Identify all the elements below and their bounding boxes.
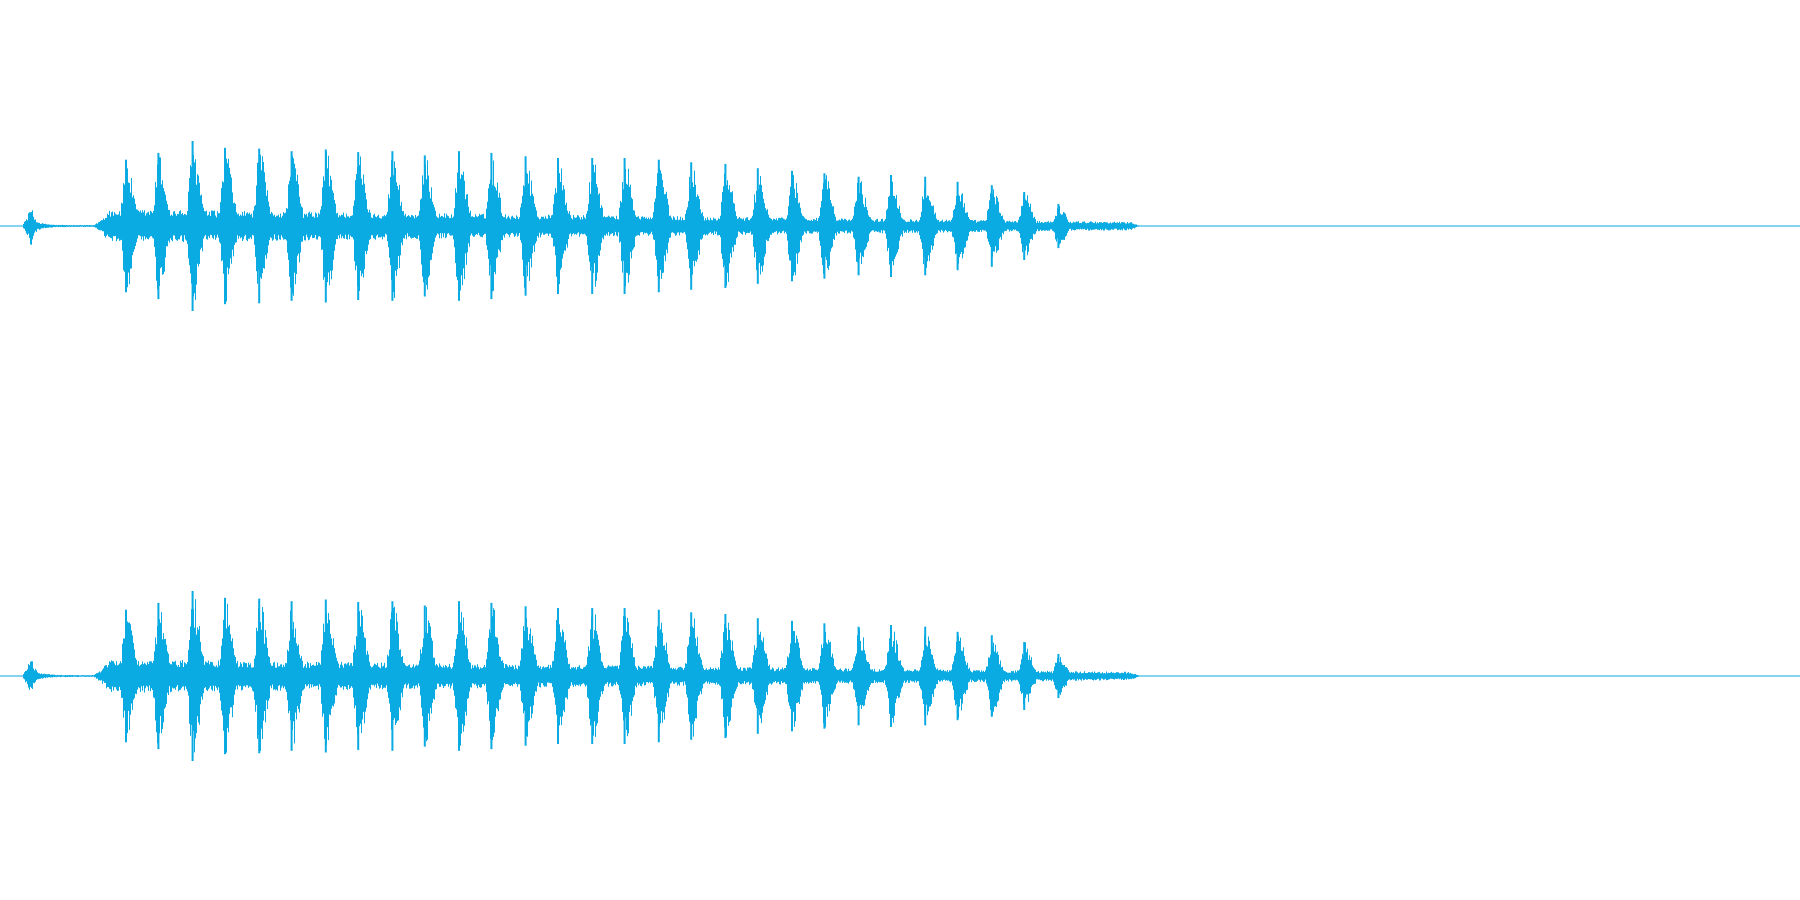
- channel-2-burst-11: [458, 601, 460, 751]
- channel-1-burst-19: [724, 163, 727, 288]
- channel-1-burst-22: [823, 173, 826, 279]
- channel-2-burst-19: [724, 614, 727, 739]
- channel-2-burst-18: [690, 612, 693, 740]
- channel-1-burst-3: [191, 141, 194, 311]
- channel-2-burst-24: [890, 625, 892, 727]
- channel-1-burst-29: [1057, 203, 1060, 249]
- channel-2-waveform: [0, 591, 1800, 761]
- channel-2-burst-6: [290, 601, 293, 751]
- channel-2-burst-28: [1023, 642, 1026, 710]
- channel-1-burst-4: [224, 147, 226, 305]
- channel-1-burst-2: [157, 152, 160, 300]
- channel-1-burst-27: [990, 185, 993, 267]
- channel-2-burst-21: [791, 620, 793, 732]
- channel-1-burst-20: [756, 168, 759, 284]
- channel-2-burst-16: [623, 608, 626, 744]
- channel-2-burst-12: [490, 602, 493, 750]
- channel-1-burst-23: [857, 176, 860, 276]
- channel-1-burst-12: [490, 152, 493, 300]
- channel-1-burst-21: [791, 170, 793, 282]
- channel-1-burst-5: [258, 148, 261, 304]
- channel-2-burst-29: [1057, 653, 1060, 699]
- channel-2-burst-2: [157, 602, 160, 750]
- channel-2-burst-15: [591, 608, 594, 744]
- channel-2-burst-7: [324, 599, 327, 753]
- channel-2-burst-13: [524, 606, 527, 746]
- channel-2-burst-25: [924, 626, 927, 726]
- channel-1-burst-26: [956, 181, 959, 271]
- channel-2-burst-8: [357, 602, 360, 750]
- channel-1-burst-9: [391, 151, 394, 301]
- channel-1-burst-25: [924, 176, 927, 276]
- channel-1-burst-8: [357, 152, 360, 300]
- channel-2-burst-14: [557, 608, 559, 744]
- channel-2-burst-26: [956, 631, 959, 721]
- channel-2-burst-3: [191, 591, 194, 761]
- channel-1-burst-1: [125, 159, 127, 293]
- channel-1-burst-16: [623, 158, 626, 294]
- channel-1-burst-6: [290, 151, 293, 301]
- channel-1-burst-28: [1023, 192, 1026, 260]
- channel-2-burst-5: [258, 598, 261, 754]
- channel-2-burst-20: [756, 618, 759, 734]
- channel-2-burst-17: [657, 609, 660, 743]
- channel-2-burst-9: [391, 601, 394, 751]
- channel-1-burst-24: [890, 175, 892, 277]
- channel-1-samples: [22, 147, 1141, 302]
- channel-1-burst-10: [423, 155, 426, 297]
- channel-1-burst-14: [557, 158, 559, 294]
- channel-2-burst-1: [125, 609, 127, 743]
- channel-1-burst-11: [458, 151, 460, 301]
- channel-1-burst-13: [524, 156, 527, 296]
- channel-2-burst-23: [857, 626, 860, 726]
- channel-1-burst-7: [324, 149, 327, 303]
- channel-1-burst-17: [657, 159, 660, 293]
- channel-2-burst-4: [224, 597, 226, 755]
- channel-1-waveform: [0, 141, 1800, 311]
- channel-2-samples: [22, 599, 1141, 758]
- channel-1-burst-15: [591, 158, 594, 294]
- channel-2-burst-22: [823, 623, 826, 729]
- channel-2-burst-10: [423, 605, 426, 747]
- channel-1-burst-18: [690, 162, 693, 290]
- channel-2-burst-27: [990, 635, 993, 717]
